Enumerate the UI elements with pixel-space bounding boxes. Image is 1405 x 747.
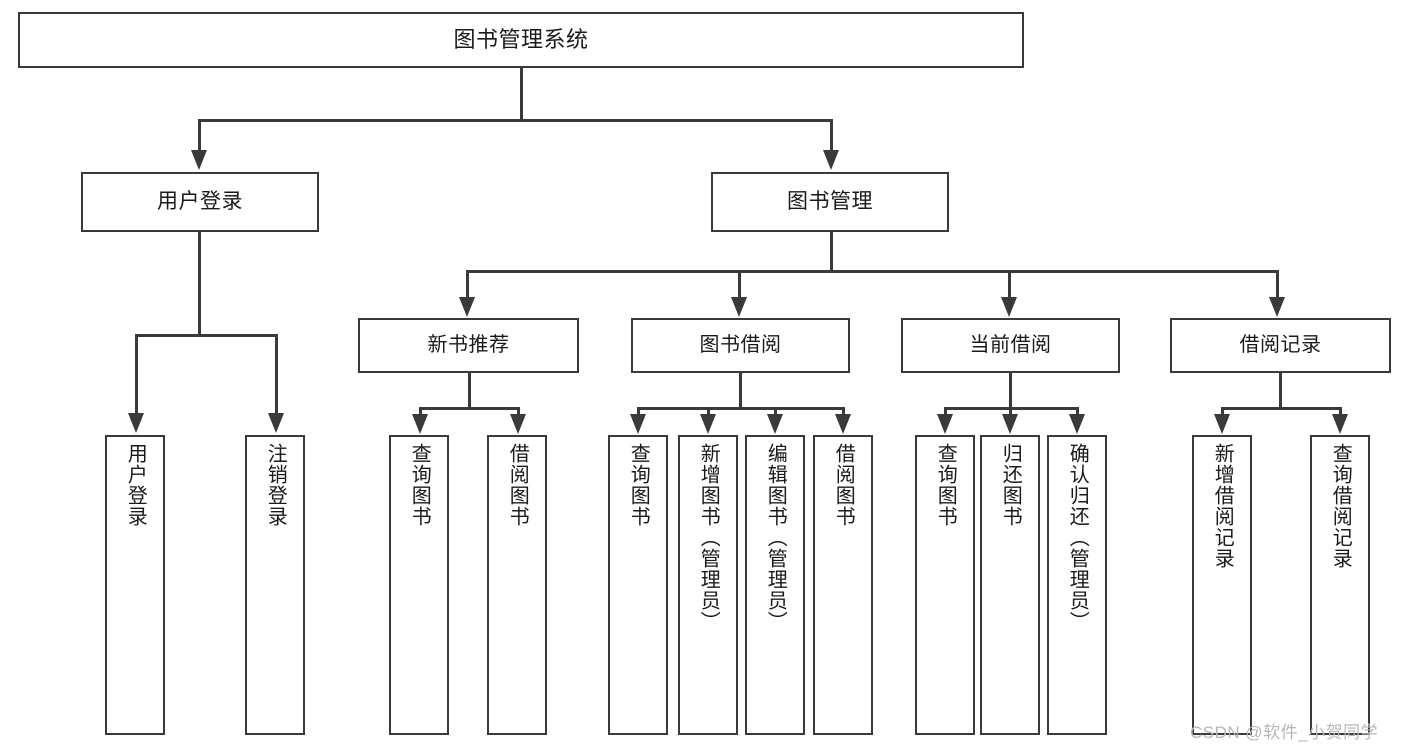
connector-book-manage-branch-1 (466, 270, 469, 299)
node-leaf-return-book[interactable]: 归还图书 (980, 435, 1040, 735)
node-leaf-query-book-2[interactable]: 查询图书 (608, 435, 668, 735)
node-leaf-query-book-3[interactable]: 查询图书 (915, 435, 975, 735)
node-label: 编辑图书（管理员） (764, 443, 787, 632)
node-label: 注销登录 (264, 443, 287, 527)
arrowhead-current-borrow-leaf-2 (1002, 414, 1018, 434)
connector-current-borrow-stem (1009, 373, 1012, 409)
node-leaf-edit-book[interactable]: 编辑图书（管理员） (745, 435, 805, 735)
node-label: 用户登录 (157, 189, 243, 213)
arrowhead-book-borrow-leaf-4 (835, 414, 851, 434)
node-label: 图书管理系统 (453, 27, 589, 53)
node-label: 新增图书（管理员） (697, 443, 720, 632)
connector-borrow-record-bus (1221, 407, 1339, 410)
watermark-text: CSDN @软件_小贺同学 (1190, 723, 1379, 742)
node-leaf-borrow-book-2[interactable]: 借阅图书 (813, 435, 873, 735)
connector-current-borrow-branch-1 (944, 407, 947, 416)
arrowhead-borrow-record-leaf-2 (1332, 414, 1348, 434)
connector-user-login-stem (198, 232, 201, 336)
arrowhead-book-manage-child-1 (459, 297, 475, 317)
node-label: 归还图书 (999, 443, 1022, 527)
connector-book-manage-branch-2 (738, 270, 741, 299)
node-leaf-query-borrow-record[interactable]: 查询借阅记录 (1310, 435, 1370, 735)
node-leaf-logout[interactable]: 注销登录 (245, 435, 305, 735)
node-label: 查询图书 (408, 443, 431, 527)
connector-book-borrow-stem (739, 373, 742, 409)
node-root-system[interactable]: 图书管理系统 (18, 12, 1024, 68)
connector-book-borrow-branch-3 (774, 407, 777, 416)
connector-new-book-rec-bus (419, 407, 519, 410)
connector-book-manage-bus (466, 270, 1278, 273)
node-book-borrow[interactable]: 图书借阅 (631, 318, 850, 373)
connector-root-bus (198, 119, 832, 122)
arrowhead-book-manage-child-2 (731, 297, 747, 317)
node-label: 查询图书 (627, 443, 650, 527)
node-leaf-query-book-1[interactable]: 查询图书 (389, 435, 449, 735)
connector-book-borrow-branch-1 (637, 407, 640, 416)
node-new-book-recommend[interactable]: 新书推荐 (358, 318, 579, 373)
node-leaf-add-borrow-record[interactable]: 新增借阅记录 (1192, 435, 1252, 735)
connector-borrow-record-branch-1 (1221, 407, 1224, 416)
arrowhead-root-to-user-login (191, 150, 207, 170)
arrowhead-book-manage-child-4 (1269, 297, 1285, 317)
connector-current-borrow-branch-3 (1076, 407, 1079, 416)
connector-book-borrow-bus (637, 407, 844, 410)
connector-root-to-book-manage (830, 119, 833, 153)
node-label: 用户登录 (124, 443, 147, 527)
connector-book-borrow-branch-2 (707, 407, 710, 416)
node-label: 确认归还（管理员） (1066, 443, 1089, 632)
node-user-login[interactable]: 用户登录 (81, 172, 319, 232)
node-current-borrow[interactable]: 当前借阅 (901, 318, 1120, 373)
arrowhead-user-login-leaf-1 (128, 413, 144, 433)
node-label: 新书推荐 (427, 333, 510, 356)
connector-book-manage-branch-4 (1276, 270, 1279, 299)
node-label: 借阅图书 (832, 443, 855, 527)
arrowhead-current-borrow-leaf-3 (1069, 414, 1085, 434)
node-leaf-add-book[interactable]: 新增图书（管理员） (678, 435, 738, 735)
arrowhead-book-borrow-leaf-3 (767, 414, 783, 434)
connector-book-borrow-branch-4 (842, 407, 845, 416)
arrowhead-root-to-book-manage (823, 150, 839, 170)
node-leaf-borrow-book-1[interactable]: 借阅图书 (487, 435, 547, 735)
arrowhead-new-book-rec-leaf-2 (510, 414, 526, 434)
arrowhead-book-borrow-leaf-2 (700, 414, 716, 434)
node-label: 借阅记录 (1239, 333, 1322, 356)
connector-root-stem (520, 68, 523, 121)
arrowhead-new-book-rec-leaf-1 (412, 414, 428, 434)
node-label: 当前借阅 (969, 333, 1052, 356)
connector-new-book-rec-branch-2 (517, 407, 520, 416)
connector-current-borrow-branch-2 (1009, 407, 1012, 416)
arrowhead-book-manage-child-3 (1001, 297, 1017, 317)
node-leaf-confirm-return[interactable]: 确认归还（管理员） (1047, 435, 1107, 735)
arrowhead-book-borrow-leaf-1 (630, 414, 646, 434)
node-label: 借阅图书 (506, 443, 529, 527)
arrowhead-current-borrow-leaf-1 (937, 414, 953, 434)
connector-user-login-branch-2 (275, 334, 278, 415)
connector-user-login-branch-1 (135, 334, 138, 415)
node-label: 查询借阅记录 (1329, 443, 1352, 569)
node-label: 图书管理 (787, 189, 873, 213)
connector-borrow-record-stem (1279, 373, 1282, 409)
connector-new-book-rec-stem (468, 373, 471, 409)
arrowhead-borrow-record-leaf-1 (1214, 414, 1230, 434)
connector-borrow-record-branch-2 (1339, 407, 1342, 416)
connector-book-manage-stem (830, 232, 833, 272)
connector-new-book-rec-branch-1 (419, 407, 422, 416)
connector-book-manage-branch-3 (1008, 270, 1011, 299)
node-label: 查询图书 (934, 443, 957, 527)
node-label: 新增借阅记录 (1211, 443, 1234, 569)
arrowhead-user-login-leaf-2 (268, 413, 284, 433)
node-label: 图书借阅 (699, 333, 782, 356)
node-book-manage[interactable]: 图书管理 (711, 172, 949, 232)
connector-root-to-user-login (198, 119, 201, 153)
connector-user-login-bus (135, 334, 278, 337)
node-leaf-user-login[interactable]: 用户登录 (105, 435, 165, 735)
node-borrow-record[interactable]: 借阅记录 (1170, 318, 1391, 373)
